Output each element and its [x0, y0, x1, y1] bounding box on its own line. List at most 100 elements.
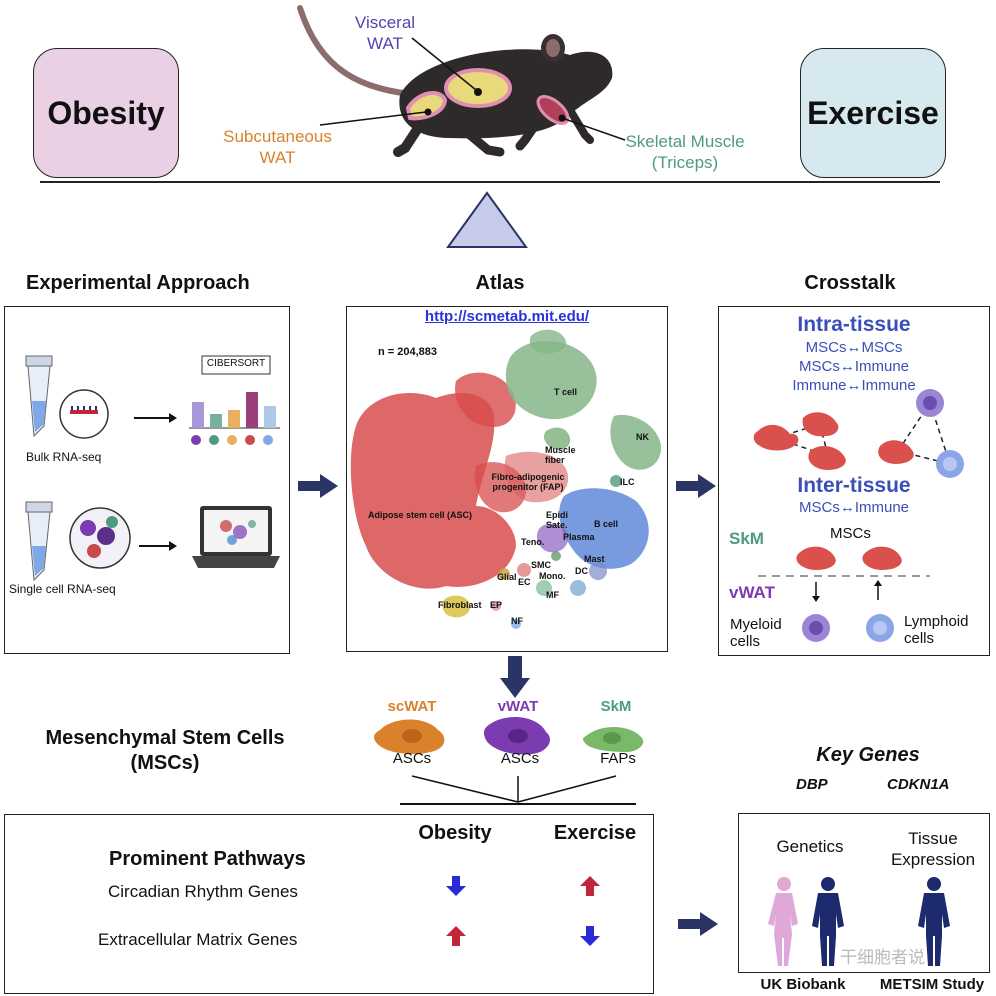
msc-title-l1: Mesenchymal Stem Cells [45, 727, 285, 749]
inter-tissue-line: MSCs↔Immune [798, 499, 910, 516]
approach-illustrations [25, 355, 280, 582]
lymphoid-l2: cells [904, 630, 935, 647]
skeletal-muscle-label: Skeletal Muscle (Triceps) [610, 131, 760, 173]
subcutaneous-wat-label: Subcutaneous WAT [205, 126, 350, 168]
intra-tissue-heading: Intra-tissue [797, 313, 911, 336]
male-figure-icon [812, 877, 844, 966]
mouse-illustration [40, 5, 940, 248]
muscle-l1: Muscle [545, 445, 576, 455]
cluster-label-glial: Glial [497, 572, 517, 582]
cluster-label-mono: Mono. [539, 571, 566, 581]
tissue-l2: Expression [890, 850, 976, 869]
visceral-label-l1: Visceral [354, 13, 416, 32]
female-figure-icon [768, 877, 798, 966]
pathways-title: Prominent Pathways [109, 848, 306, 870]
subcut-label-l1: Subcutaneous [223, 127, 332, 146]
key-genes-title: Key Genes [816, 744, 920, 766]
cluster-label-nf: NF [511, 616, 523, 626]
atlas-umap [350, 329, 662, 629]
cluster-label-ilc: ILC [620, 477, 635, 487]
down-arrow-icon [446, 876, 466, 896]
fap-l2: progenitor (FAP) [492, 482, 564, 492]
obesity-box [33, 48, 179, 178]
pathways-panel [4, 814, 654, 994]
skm-label: SkM [729, 529, 764, 548]
intra-line-2: MSCs↔Immune [798, 358, 910, 375]
scwat-label: scWAT [387, 698, 437, 715]
myeloid-l2: cells [730, 633, 761, 650]
col-exercise-header: Exercise [553, 822, 637, 844]
cluster-label-epidi: Epidi Sate. [546, 510, 568, 530]
cluster-label-muscle-fiber: Muscle fiber [545, 445, 576, 465]
msc-title: Mesenchymal Stem Cells (MSCs) [20, 726, 310, 776]
skm-label-l1: Skeletal Muscle [625, 132, 745, 151]
cluster-label-ec: EC [518, 577, 531, 587]
msc-cells [374, 717, 644, 805]
arrow-to-crosstalk [676, 474, 716, 498]
cluster-label-teno: Teno. [521, 537, 545, 547]
experimental-approach-title: Experimental Approach [26, 272, 250, 294]
arrow-to-key-genes [678, 912, 718, 936]
exercise-box [800, 48, 946, 178]
ascs-label-2: ASCs [500, 750, 540, 767]
epidi-l2: Sate. [546, 520, 568, 530]
crosstalk-cells [753, 389, 964, 642]
cluster-label-smc: SMC [531, 560, 551, 570]
tissue-l1: Tissue [908, 829, 958, 848]
gene-cdkn1a: CDKN1A [887, 776, 950, 793]
inter-tissue-heading: Inter-tissue [797, 474, 911, 497]
single-cell-rnaseq-label: Single cell RNA-seq [9, 582, 116, 596]
intra-line-1: MSCs↔MSCs [805, 339, 903, 356]
male-figure-icon [918, 877, 950, 966]
cluster-label-bcell: B cell [594, 519, 619, 529]
intra-tissue-lines: MSCs↔MSCs MSCs↔Immune Immune↔Immune [720, 338, 988, 395]
cluster-label-asc: Adipose stem cell (ASC) [368, 510, 473, 520]
visceral-wat-label: Visceral WAT [330, 12, 440, 54]
bulk-rnaseq-label: Bulk RNA-seq [26, 450, 102, 464]
cluster-label-dc: DC [575, 566, 588, 576]
vwat-label: vWAT [729, 583, 775, 602]
lymphoid-label: Lymphoid cells [904, 613, 968, 647]
skm-msc-label: SkM [600, 698, 632, 715]
col-obesity-header: Obesity [418, 822, 492, 844]
fap-l1: Fibro-adipogenic [491, 472, 565, 482]
down-arrow-icon [580, 926, 600, 946]
cluster-label-nk: NK [636, 432, 649, 442]
skm-label-l2: (Triceps) [651, 153, 719, 172]
obesity-label: Obesity [47, 95, 165, 131]
human-figures [768, 877, 950, 966]
laptop-icon [192, 506, 280, 568]
msc-title-l2: (MSCs) [130, 752, 200, 774]
pathway-row-circadian: Circadian Rhythm Genes [108, 882, 298, 901]
cluster-label-mast: Mast [584, 554, 605, 564]
crosstalk-title: Crosstalk [804, 272, 896, 294]
cluster-label-plasma: Plasma [563, 532, 595, 542]
myeloid-label: Myeloid cells [730, 616, 782, 650]
muscle-l2: fiber [545, 455, 565, 465]
lymphoid-l1: Lymphoid [904, 613, 969, 630]
arrow-down-to-mscs [500, 656, 530, 698]
cluster-label-tcell: T cell [554, 387, 578, 397]
mscs-label: MSCs [830, 525, 871, 542]
vwat-msc-label: vWAT [497, 698, 539, 715]
crosstalk-panel [718, 306, 990, 656]
single-cell-tube-icon [25, 501, 53, 582]
bulk-tube-icon [25, 355, 53, 438]
pathway-row-ecm: Extracellular Matrix Genes [98, 930, 298, 949]
exercise-label: Exercise [807, 95, 939, 131]
myeloid-l1: Myeloid [730, 616, 782, 633]
cluster-label-ep: EP [490, 600, 503, 610]
genetics-label: Genetics [776, 837, 844, 856]
up-arrow-icon [446, 926, 466, 946]
uk-biobank-label: UK Biobank [760, 976, 846, 993]
cibersort-label: CIBERSORT [206, 358, 266, 369]
atlas-title: Atlas [475, 272, 525, 294]
metsim-label: METSIM Study [879, 976, 985, 993]
ascs-label-1: ASCs [392, 750, 432, 767]
gene-dbp: DBP [796, 776, 828, 793]
atlas-n-count: n = 204,883 [378, 346, 438, 358]
faps-label: FAPs [600, 750, 636, 767]
up-arrow-icon [580, 876, 600, 896]
intra-line-3: Immune↔Immune [792, 377, 916, 394]
atlas-url-link[interactable]: http://scmetab.mit.edu/ [424, 308, 590, 325]
